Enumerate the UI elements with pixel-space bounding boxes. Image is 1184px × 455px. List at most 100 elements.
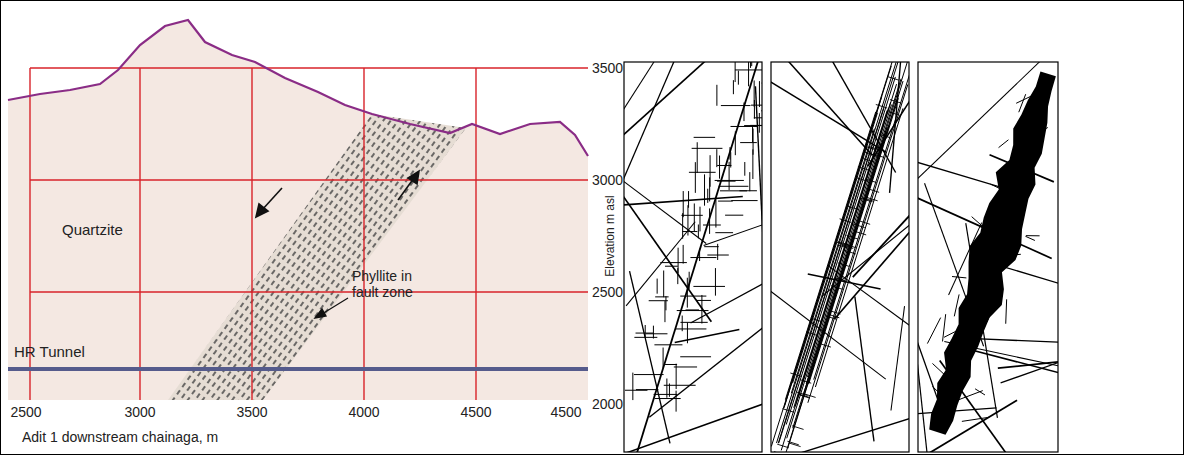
fracture-line bbox=[719, 186, 749, 187]
fracture-line bbox=[779, 108, 884, 443]
fracture-line bbox=[689, 272, 690, 289]
fracture-line bbox=[649, 300, 668, 301]
fracture-line bbox=[634, 374, 664, 375]
fracture-line bbox=[682, 213, 683, 239]
fracture-line bbox=[663, 348, 664, 369]
fracture-line bbox=[680, 356, 711, 357]
fracture-line bbox=[796, 392, 807, 396]
fracture-line bbox=[692, 148, 723, 149]
fracture-line bbox=[1000, 254, 1021, 256]
fracture-line bbox=[774, 452, 785, 453]
fracture-line bbox=[721, 105, 751, 106]
fracture-line bbox=[719, 156, 720, 179]
fracture-line bbox=[665, 266, 678, 267]
fracture-line bbox=[858, 167, 869, 171]
fracture-line bbox=[1005, 299, 1007, 323]
fracture-line bbox=[750, 62, 751, 68]
fracture-line bbox=[716, 149, 717, 167]
fracture-line bbox=[735, 131, 736, 155]
fracture-line bbox=[792, 426, 803, 430]
fracture-line bbox=[990, 184, 1015, 196]
fracture-line bbox=[960, 322, 972, 332]
fracture-line bbox=[857, 178, 868, 182]
fracture-line bbox=[716, 85, 717, 106]
fracture-line bbox=[918, 293, 938, 400]
axis-tick-label: 4000 bbox=[348, 404, 379, 420]
fracture-line bbox=[636, 389, 658, 390]
fracture-line bbox=[680, 296, 706, 297]
axis-tick-label: 4500 bbox=[460, 404, 491, 420]
fracture-line bbox=[759, 113, 760, 133]
fracture-line bbox=[793, 127, 888, 428]
axis-tick-label: 4500 bbox=[550, 404, 581, 420]
fracture-line bbox=[876, 104, 887, 108]
fracture-line bbox=[848, 206, 859, 210]
fracture-line bbox=[664, 301, 665, 322]
fracture-line bbox=[735, 69, 762, 70]
fracture-line bbox=[697, 300, 711, 301]
fracture-line bbox=[715, 180, 744, 181]
fracture-line bbox=[718, 201, 733, 202]
fracture-line bbox=[887, 77, 898, 81]
fracture-line bbox=[992, 226, 1010, 237]
fracture-line bbox=[733, 80, 734, 94]
fracture-line bbox=[873, 154, 884, 158]
axis-tick-label: 2500 bbox=[10, 404, 41, 420]
fracture-line bbox=[729, 162, 730, 190]
fracture-line bbox=[963, 348, 1058, 391]
fracture-line bbox=[688, 191, 689, 208]
grid-lines bbox=[30, 68, 588, 400]
axis-tick-label: 2000 bbox=[592, 396, 623, 412]
fracture-line bbox=[725, 215, 743, 216]
fracture-line bbox=[704, 174, 705, 205]
fracture-line bbox=[748, 62, 749, 86]
fracture-line bbox=[636, 62, 759, 452]
fracture-line bbox=[855, 297, 874, 442]
axis-tick-label: 3500 bbox=[592, 60, 623, 76]
fracture-line bbox=[695, 162, 696, 193]
fracture-line bbox=[777, 62, 897, 443]
fracture-line bbox=[665, 364, 677, 365]
fracture-line bbox=[807, 79, 901, 377]
fracture-line bbox=[835, 278, 846, 282]
map-label: Phyllite in fault zone bbox=[352, 268, 432, 300]
fracture-line bbox=[771, 62, 892, 446]
fracture-line bbox=[790, 373, 801, 377]
fault-zone bbox=[168, 114, 466, 400]
fracture-line bbox=[634, 337, 657, 338]
fracture-line bbox=[738, 71, 739, 85]
fracture-line bbox=[703, 225, 721, 226]
leader-arrow bbox=[315, 298, 348, 318]
fracture-line bbox=[814, 66, 909, 380]
fracture-line bbox=[762, 83, 763, 84]
fracture-line bbox=[804, 394, 815, 398]
fracture-line bbox=[624, 171, 711, 321]
fracture-line bbox=[943, 314, 946, 341]
fracture-line bbox=[690, 257, 716, 258]
fracture-line bbox=[955, 391, 983, 402]
fracture-line bbox=[787, 441, 798, 445]
map-label: Adit 1 downstream chainaga, m bbox=[22, 429, 218, 445]
fracture-sketch bbox=[771, 62, 909, 452]
fracture-line bbox=[777, 444, 788, 448]
fracture-line bbox=[868, 189, 879, 193]
fracture-line bbox=[694, 203, 695, 231]
fracture-line bbox=[890, 100, 901, 104]
fracture-line bbox=[952, 277, 966, 278]
fracture-line bbox=[1004, 180, 1008, 197]
fracture-line bbox=[654, 394, 678, 395]
rock-ground bbox=[8, 20, 588, 400]
axis-tick-label: 3000 bbox=[124, 404, 155, 420]
fracture-line bbox=[740, 142, 757, 143]
fracture-line bbox=[717, 244, 718, 260]
gouge-zone bbox=[929, 72, 1056, 435]
fracture-line bbox=[761, 110, 762, 111]
fracture-line bbox=[749, 172, 750, 191]
fracture-line bbox=[660, 262, 687, 263]
fracture-line bbox=[707, 189, 708, 203]
fracture-line bbox=[653, 326, 654, 339]
fracture-line bbox=[1025, 236, 1034, 240]
fracture-line bbox=[666, 379, 667, 398]
fracture-line bbox=[624, 62, 704, 183]
fracture-line bbox=[751, 62, 752, 66]
